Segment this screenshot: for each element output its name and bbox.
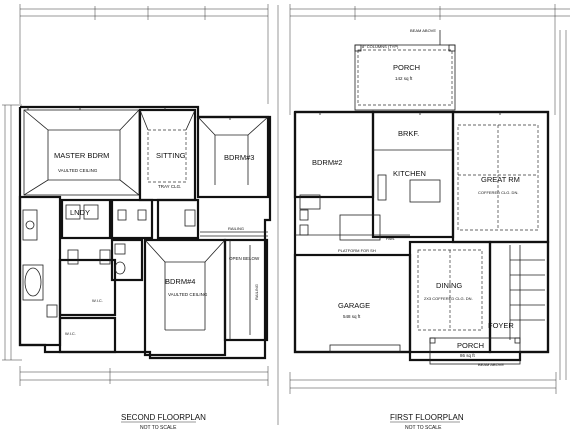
great-rm-ceiling: COFFERED CLG. DN. — [478, 190, 518, 195]
dining-ceiling: 2X3 COFFERED CLG. DN. — [424, 296, 473, 301]
bdrm4-ceiling-label: VAULTED CEILING — [168, 292, 208, 297]
second-floor-caption: SECOND FLOORPLAN NOT TO SCALE — [121, 413, 206, 431]
foyer-label: FOYER — [488, 321, 514, 330]
beam-above-bottom: BEAM ABOVE — [478, 362, 504, 367]
brkf-label: BRKF. — [398, 129, 419, 138]
great-rm-label: GREAT RM — [481, 175, 520, 184]
open-below-label: OPEN BELOW — [229, 256, 260, 261]
wic-label-2: W.I.C. — [65, 331, 76, 336]
bdrm3-label: BDRM#3 — [224, 153, 254, 162]
porch-top-label: PORCH — [393, 63, 420, 72]
master-bdrm-label: MASTER BDRM — [54, 151, 109, 160]
lndy-label: LNDY — [70, 208, 90, 217]
kitchen-label: KITCHEN — [393, 169, 426, 178]
first-floor-scale: NOT TO SCALE — [405, 425, 442, 431]
porch-bottom-label: PORCH — [457, 341, 484, 350]
platform-label: PLATFORM FOR SH — [338, 248, 376, 253]
bdrm2-label: BDRM#2 — [312, 158, 342, 167]
sitting-label: SITTING — [156, 151, 186, 160]
porch-bottom-area: 86 sq ft — [460, 353, 476, 358]
tray-clg-label: TRAY CLG. — [158, 184, 181, 189]
dining-label: DINING — [436, 281, 462, 290]
columns-note: 8" COLUMNS (TYP) — [362, 44, 399, 49]
second-floor-scale: NOT TO SCALE — [140, 425, 177, 431]
master-ceiling-label: VAULTED CEILING — [58, 168, 98, 173]
second-floor-title: SECOND FLOORPLAN — [121, 413, 206, 422]
wic-label: W.I.C. — [92, 298, 103, 303]
bdrm4-label: BDRM#4 — [165, 277, 195, 286]
railing-label: RAILING — [228, 226, 244, 231]
garage-label: GARAGE — [338, 301, 370, 310]
first-floor-title: FIRST FLOORPLAN — [390, 413, 464, 422]
porch-top-area: 142 sq ft — [395, 76, 413, 81]
pan-label: PAN. — [386, 236, 395, 241]
first-floor-plan: PORCH 142 sq ft 8" COLUMNS (TYP) BEAM AB… — [289, 4, 570, 394]
second-floor-plan: MASTER BDRM VAULTED CEILING SITTING TRAY… — [2, 4, 272, 386]
garage-area: 548 sq ft — [343, 314, 361, 319]
first-floor-caption: FIRST FLOORPLAN NOT TO SCALE — [390, 413, 464, 431]
railing-label-2: RAILING — [254, 284, 259, 300]
beam-above-top: BEAM ABOVE — [410, 28, 436, 33]
